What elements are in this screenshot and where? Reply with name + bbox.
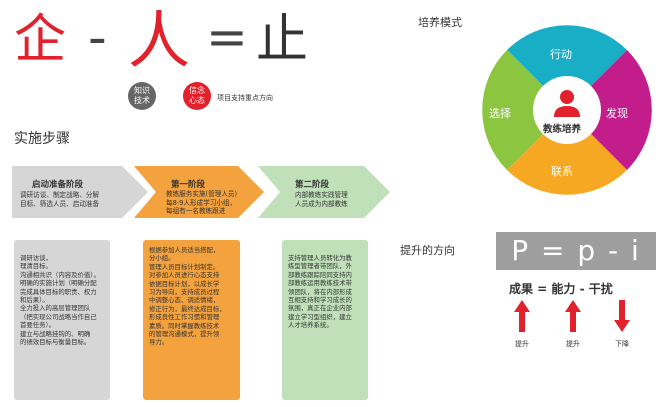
knowledge-circle: 知识 技术 bbox=[128, 82, 156, 110]
detail-text-1: 根据参加人员适当搭配， 分小组。 管理人员目标计划制定。 对参加人员进行心态支持… bbox=[149, 246, 226, 347]
segment-label-choose: 选择 bbox=[489, 107, 511, 120]
stage-arrows bbox=[12, 166, 390, 218]
formula-minus: - bbox=[88, 8, 107, 68]
detail-box-1: 根据参加人员适当搭配， 分小组。 管理人员目标计划制定。 对参加人员进行心态支持… bbox=[143, 240, 240, 400]
formula-box: P = p - i bbox=[496, 232, 656, 270]
formula-equals: = bbox=[206, 8, 248, 66]
arrow-up-icon bbox=[565, 300, 581, 332]
formula-char-ren: 人 bbox=[128, 4, 191, 77]
improve-equation: 成果 = 能力 - 干扰 bbox=[509, 282, 613, 296]
stage-arrow-1 bbox=[134, 166, 264, 218]
stage-arrow-0 bbox=[12, 166, 148, 218]
wheel-center-label: 教练培养 bbox=[543, 124, 582, 135]
stage-desc-1: 教练服务实施(管理人员) 每8-9人形成学习小组， 每组有一名教练跟进 bbox=[166, 190, 238, 216]
stage-desc-2: 内部教练实践管理 人员成为内部教练 bbox=[295, 191, 348, 208]
cycle-wheel bbox=[482, 25, 652, 195]
person-icon bbox=[554, 90, 580, 117]
model-title: 培养模式 bbox=[418, 16, 462, 29]
stage-title-0: 启动准备阶段 bbox=[32, 180, 84, 190]
stage-title-1: 第一阶段 bbox=[171, 180, 206, 190]
arrow-down-icon bbox=[614, 300, 630, 332]
detail-box-2: 支持管理人员转化为教 练型管理者带团队，外 部教练跟踪陪同支持内 部教练运用教练… bbox=[282, 240, 368, 400]
segment-label-discover: 发现 bbox=[606, 107, 628, 120]
detail-box-0: 调研访谈， 理清目标。 沟通相共识（内容及价值）。 明确的实施计划（明确分配 完… bbox=[14, 240, 110, 400]
improve-title: 提升的方向 bbox=[400, 244, 455, 257]
segment-choose bbox=[482, 50, 567, 170]
stage-desc-0: 调研访谈、制定战略、分解 目标、筛选人员、启动准备 bbox=[20, 191, 100, 208]
formula-box-text: P = p - i bbox=[511, 234, 641, 267]
arrow-label-1: 提升 bbox=[566, 340, 580, 348]
segment-connect bbox=[507, 110, 627, 195]
segment-label-action: 行动 bbox=[550, 48, 572, 61]
arrow-label-0: 提升 bbox=[515, 340, 529, 348]
segment-discover bbox=[567, 50, 652, 170]
arrow-label-2: 下降 bbox=[615, 340, 629, 348]
stage-title-2: 第二阶段 bbox=[295, 180, 330, 190]
mindset-circle: 信念 心态 bbox=[183, 82, 211, 110]
detail-text-0: 调研访谈， 理清目标。 沟通相共识（内容及价值）。 明确的实施计划（明确分配 完… bbox=[20, 254, 100, 347]
segment-action bbox=[507, 25, 627, 110]
detail-text-2: 支持管理人员转化为教 练型管理者带团队，外 部教练跟踪陪同支持内 部教练运用教练… bbox=[288, 254, 352, 330]
formula-char-qi: 企 bbox=[14, 10, 67, 70]
project-note: 项目支持重点方向 bbox=[217, 94, 273, 102]
stage-arrow-2 bbox=[258, 166, 390, 218]
steps-title: 实施步骤 bbox=[14, 131, 70, 147]
arrows-group bbox=[514, 300, 630, 332]
formula-char-zhi: 止 bbox=[256, 10, 309, 70]
arrow-up-icon bbox=[514, 300, 530, 332]
segment-label-connect: 联系 bbox=[551, 165, 573, 178]
